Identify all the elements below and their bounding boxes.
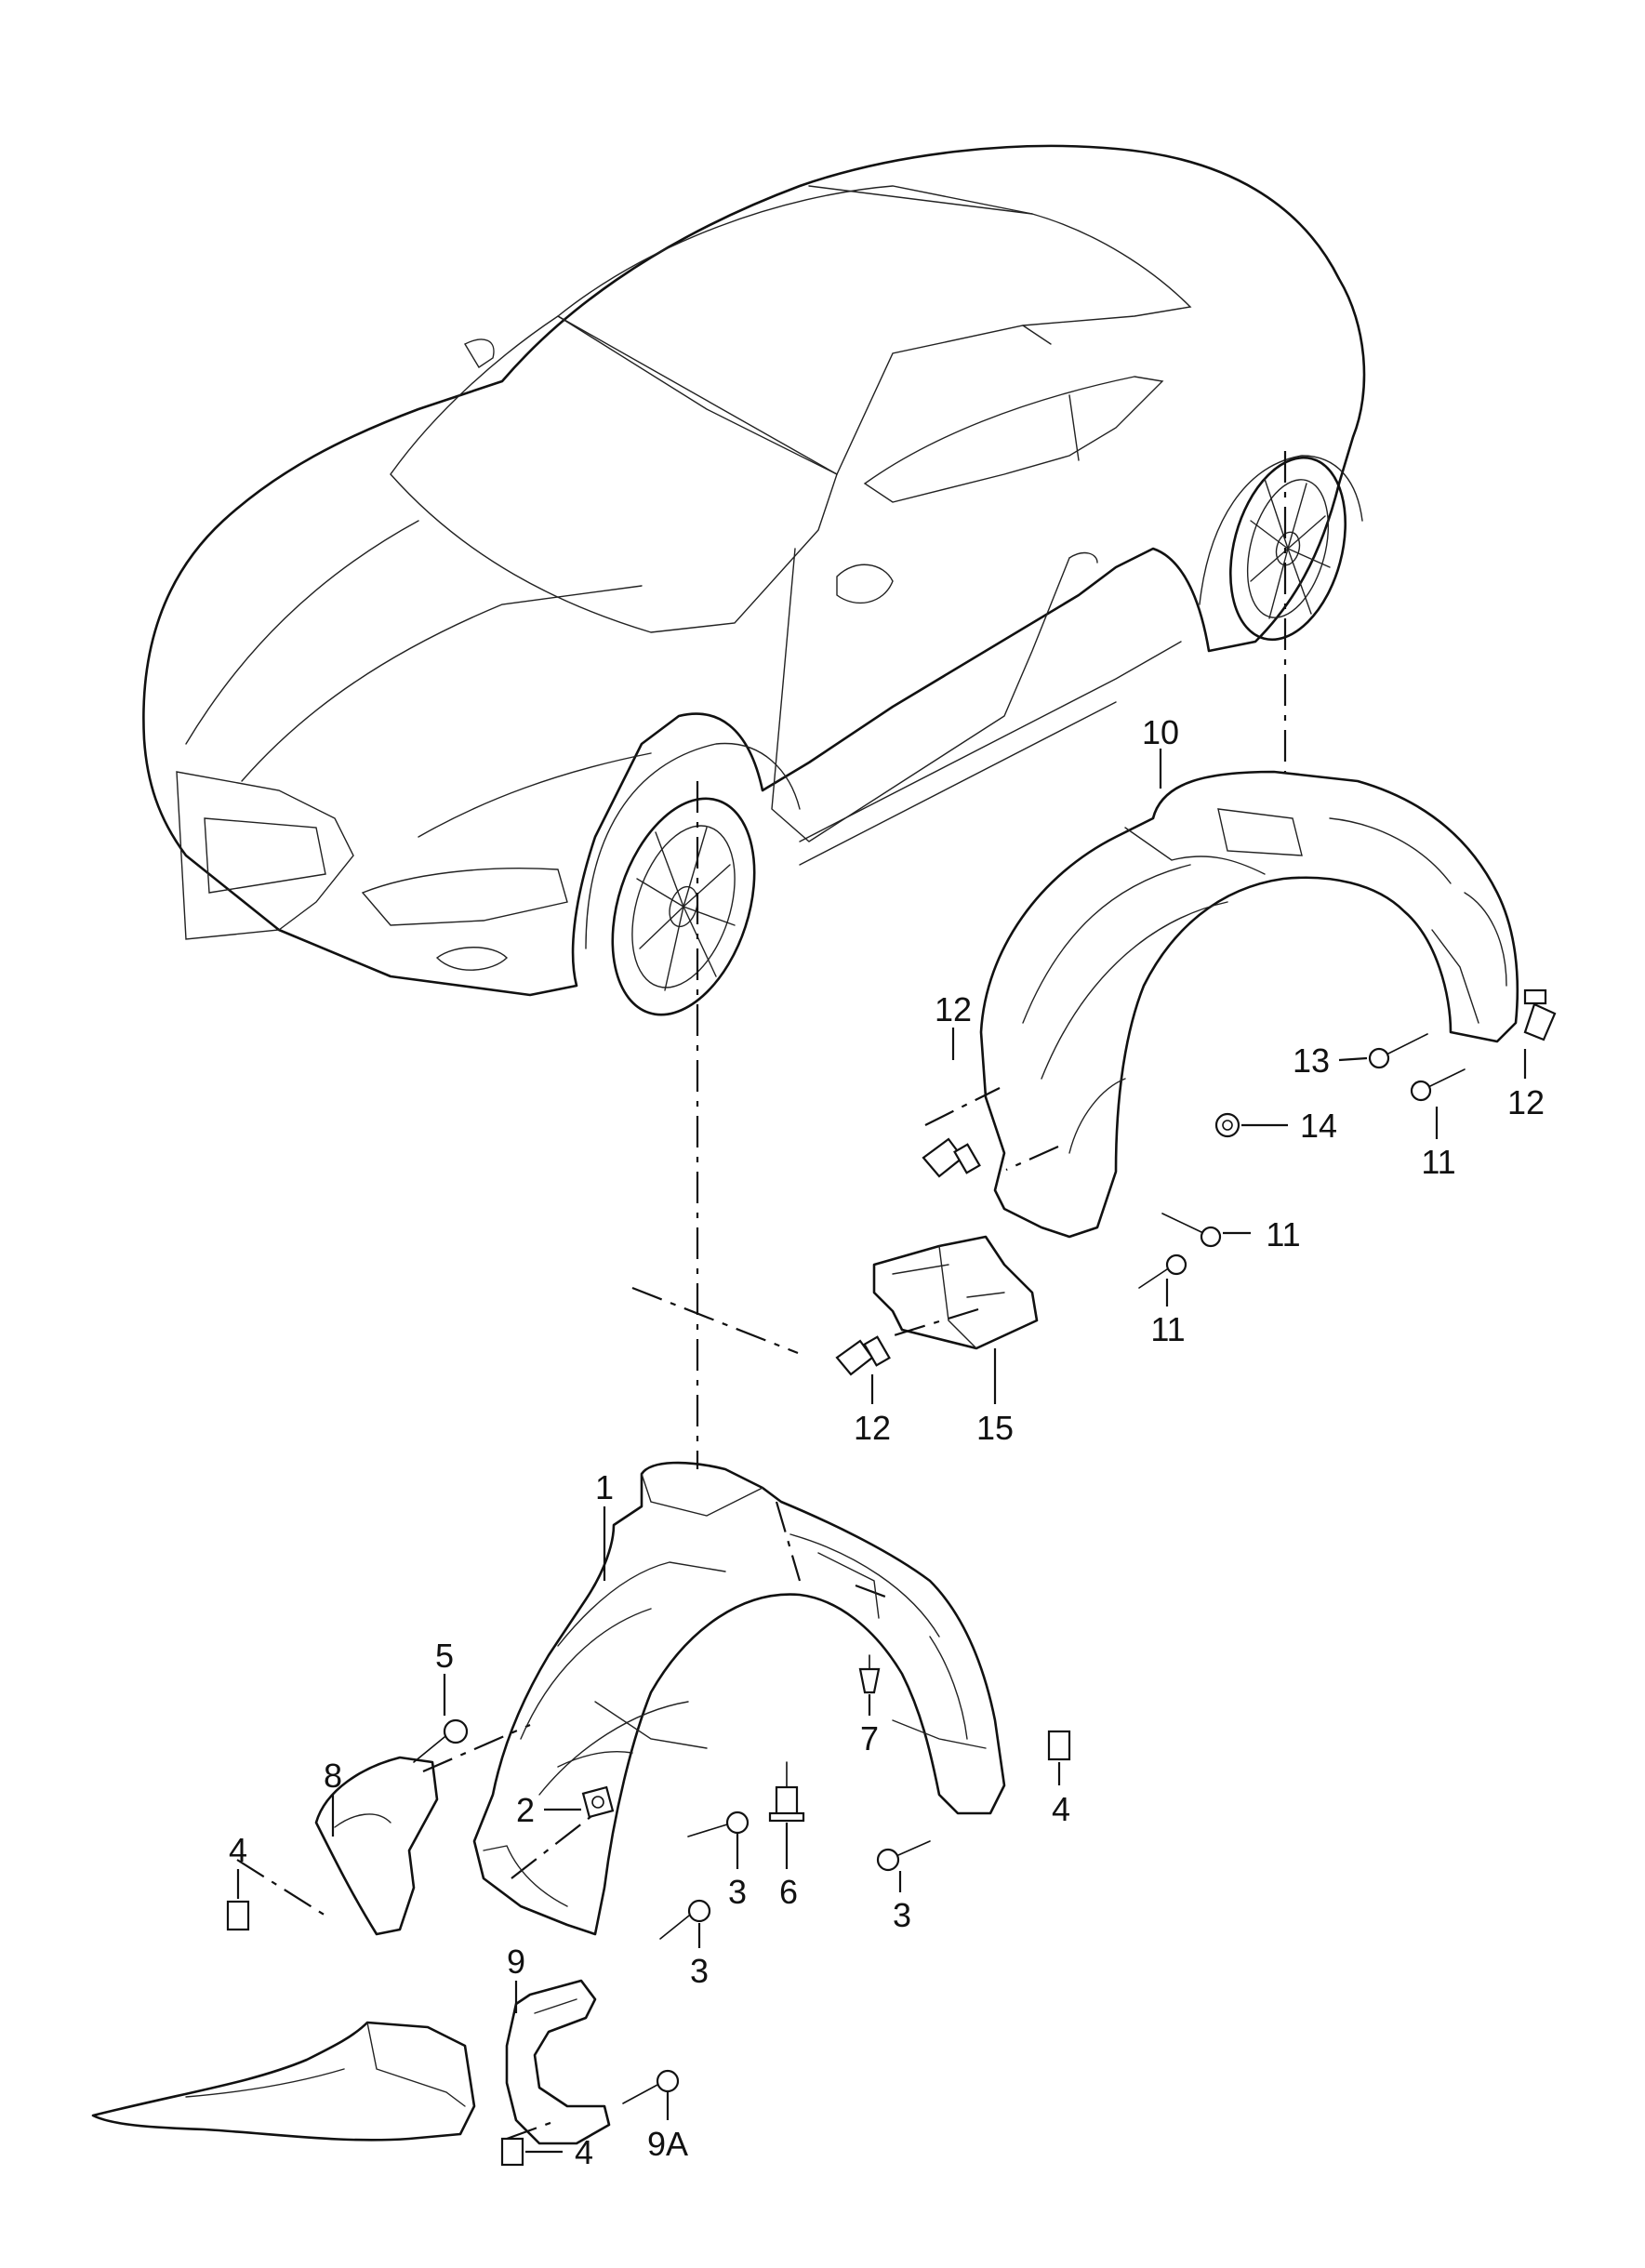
callout-5: 5 bbox=[435, 1637, 454, 1675]
clip-4c bbox=[500, 2137, 524, 2167]
callout-1: 1 bbox=[595, 1468, 614, 1506]
screw-3c bbox=[876, 1840, 931, 1872]
fasteners bbox=[226, 988, 1557, 2167]
screw-11b bbox=[1161, 1213, 1222, 1248]
clip-nut-2 bbox=[581, 1785, 615, 1819]
callout-3-lower: 3 bbox=[690, 1952, 709, 1990]
callout-2: 2 bbox=[516, 1791, 535, 1829]
callout-11-middle: 11 bbox=[1266, 1215, 1300, 1253]
callout-7: 7 bbox=[860, 1719, 879, 1757]
callout-12-lower: 12 bbox=[854, 1409, 891, 1447]
callout-12-right: 12 bbox=[1507, 1083, 1545, 1121]
callout-13: 13 bbox=[1293, 1041, 1330, 1080]
screw-3a bbox=[687, 1810, 750, 1837]
screw-11c bbox=[1138, 1253, 1187, 1289]
clip-12a bbox=[922, 1137, 981, 1178]
clip-12b bbox=[1523, 988, 1557, 1041]
clip-12c bbox=[835, 1335, 891, 1376]
callout-3-right: 3 bbox=[893, 1896, 911, 1934]
callout-12-upper-left: 12 bbox=[935, 990, 972, 1028]
callout-14: 14 bbox=[1300, 1107, 1337, 1145]
screw-13 bbox=[1368, 1033, 1428, 1069]
callout-4-right: 4 bbox=[1052, 1790, 1070, 1828]
screw-3b bbox=[659, 1899, 711, 1940]
callout-15: 15 bbox=[976, 1409, 1014, 1447]
callout-8: 8 bbox=[324, 1757, 342, 1795]
front-wheel-housing-liner bbox=[472, 1461, 1006, 1936]
callout-9a: 9A bbox=[647, 2125, 688, 2163]
callout-4-bottom: 4 bbox=[575, 2133, 593, 2171]
clip-7 bbox=[858, 1654, 881, 1694]
front-spoiler-section bbox=[91, 1756, 476, 2142]
leader-lines bbox=[236, 749, 1527, 2154]
assembly-lines bbox=[236, 451, 1287, 2141]
callout-4-left: 4 bbox=[229, 1831, 247, 1869]
clip-4b bbox=[226, 1900, 250, 1931]
nut-14 bbox=[1214, 1112, 1240, 1138]
rear-wheel-housing-liner bbox=[872, 770, 1519, 1350]
callout-11-right: 11 bbox=[1421, 1143, 1455, 1181]
car-illustration bbox=[142, 144, 1366, 1016]
pin-6 bbox=[768, 1761, 805, 1823]
screw-9a bbox=[622, 2069, 680, 2104]
callout-3-middle: 3 bbox=[728, 1873, 747, 1911]
bracket-9 bbox=[505, 1979, 611, 2145]
screw-11a bbox=[1410, 1068, 1466, 1102]
callout-6: 6 bbox=[779, 1873, 798, 1911]
callout-9: 9 bbox=[507, 1943, 525, 1981]
callout-labels: 10 12 13 14 11 12 11 11 12 15 1 5 2 3 6 … bbox=[229, 713, 1545, 2171]
callout-10: 10 bbox=[1142, 713, 1179, 751]
screw-5 bbox=[413, 1718, 469, 1763]
callout-11-lower: 11 bbox=[1150, 1310, 1185, 1348]
clip-4a bbox=[1047, 1730, 1071, 1761]
